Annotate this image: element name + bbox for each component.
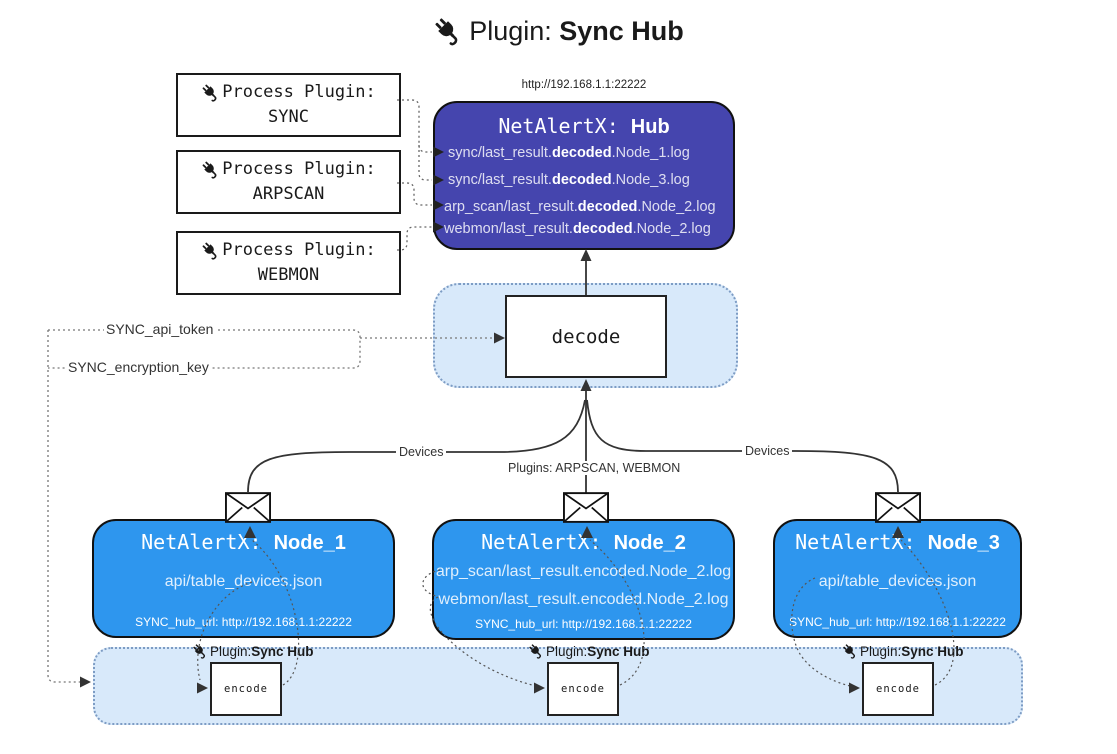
encode-plugin-label: Plugin: Sync Hub [842, 643, 964, 659]
page-title: Plugin: Sync Hub [0, 16, 1117, 47]
plugins-mid-label: Plugins: ARPSCAN, WEBMON [505, 461, 684, 475]
node-3-box: NetAlertX: Node_3 api/table_devices.json… [773, 519, 1022, 638]
encode-box: encode [862, 662, 934, 716]
node-1-box: NetAlertX: Node_1 api/table_devices.json… [92, 519, 395, 638]
process-plugin-label: Process Plugin: [222, 82, 376, 102]
process-plugin-name: ARPSCAN [252, 184, 325, 204]
plug-icon [202, 84, 217, 102]
sync-encryption-key-label: SYNC_encryption_key [66, 359, 211, 375]
process-plugin-name: WEBMON [257, 265, 320, 285]
plug-icon [202, 161, 217, 179]
envelope-icon [225, 492, 271, 523]
node-file: api/table_devices.json [818, 573, 977, 590]
hub-title-prefix: NetAlertX: [498, 114, 631, 138]
devices-label-left: Devices [396, 445, 447, 459]
hub-box: NetAlertX: Hub sync/last_result.decoded.… [433, 101, 735, 250]
node-file: webmon/last_result.encoded.Node_2.log [438, 591, 729, 608]
hub-log-line: sync/last_result.decoded.Node_1.log [448, 145, 690, 161]
encode-box: encode [210, 662, 282, 716]
process-plugin-arpscan-box: Process Plugin: ARPSCAN [176, 150, 401, 214]
process-plugin-webmon-box: Process Plugin: WEBMON [176, 231, 401, 295]
plug-icon [435, 18, 458, 46]
encode-box: encode [547, 662, 619, 716]
plug-icon [843, 644, 855, 659]
plugin-to-hub-connectors [397, 99, 432, 251]
node-hub-url: SYNC_hub_url: http://192.168.1.1:22222 [135, 615, 352, 629]
process-plugin-sync-box: Process Plugin: SYNC [176, 73, 401, 137]
hub-log-line: webmon/last_result.decoded.Node_2.log [444, 221, 711, 237]
node-file: arp_scan/last_result.encoded.Node_2.log [435, 563, 732, 580]
devices-label-right: Devices [742, 444, 793, 458]
encode-plugin-label: Plugin: Sync Hub [528, 643, 650, 659]
node-title: NetAlertX: Node_3 [795, 530, 1000, 554]
hub-log-line: sync/last_result.decoded.Node_3.log [448, 172, 690, 188]
node-hub-url: SYNC_hub_url: http://192.168.1.1:22222 [789, 615, 1006, 629]
hub-title: NetAlertX: Hub [435, 114, 733, 139]
hub-title-name: Hub [630, 116, 670, 138]
node-file: api/table_devices.json [164, 573, 323, 590]
node-title: NetAlertX: Node_1 [141, 530, 346, 554]
node-hub-url: SYNC_hub_url: http://192.168.1.1:22222 [475, 617, 692, 631]
encode-plugin-label: Plugin: Sync Hub [192, 643, 314, 659]
process-plugin-name: SYNC [268, 107, 309, 127]
page-title-prefix: Plugin: [469, 16, 560, 46]
page-title-name: Sync Hub [559, 16, 684, 46]
hub-url-label: http://192.168.1.1:22222 [521, 79, 647, 91]
plug-icon [202, 242, 217, 260]
sync-api-token-label: SYNC_api_token [104, 321, 216, 337]
process-plugin-label: Process Plugin: [222, 240, 376, 260]
process-plugin-label: Process Plugin: [222, 159, 376, 179]
node-2-box: NetAlertX: Node_2 arp_scan/last_result.e… [432, 519, 735, 640]
node-title: NetAlertX: Node_2 [481, 530, 686, 554]
plug-icon [529, 644, 541, 659]
envelope-icon [563, 492, 609, 523]
envelope-icon [875, 492, 921, 523]
hub-log-line: arp_scan/last_result.decoded.Node_2.log [444, 199, 716, 215]
decode-box: decode [505, 295, 667, 378]
plug-icon [193, 644, 205, 659]
